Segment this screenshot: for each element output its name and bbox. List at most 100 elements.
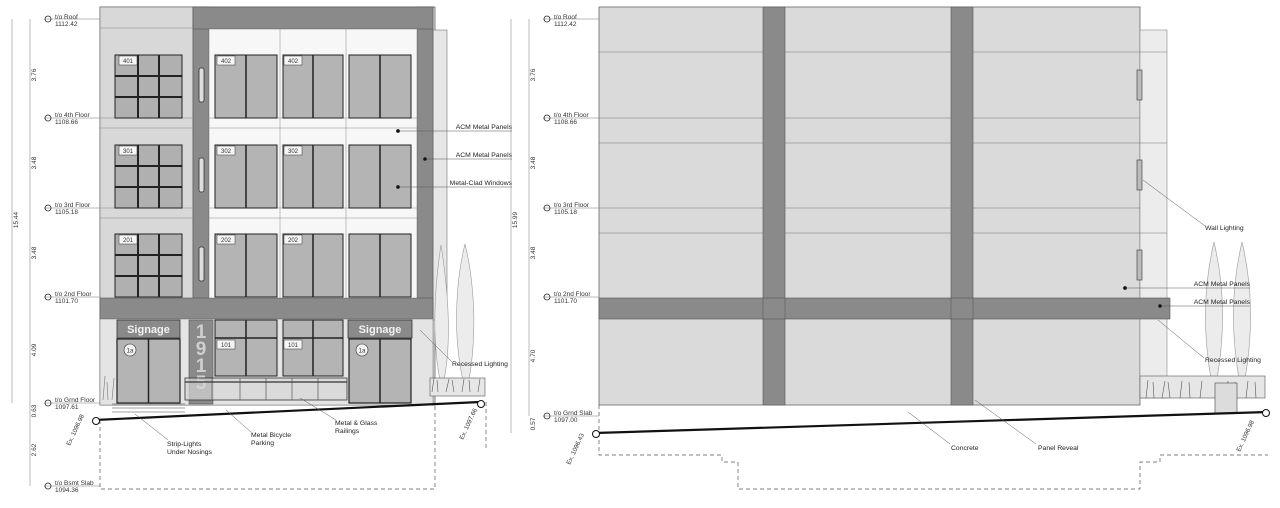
annotation-acm-panels: ACM Metal Panels [1194, 281, 1251, 288]
address-digit: 9 [196, 339, 207, 360]
signage-text: Signage [127, 324, 170, 336]
left-dimensions: 3.76 3.48 3.48 4.09 0.63 2.62 15.44 [11, 19, 38, 486]
level-elevation: 1101.70 [554, 298, 577, 305]
left-elevation: 401 402 402 301 302 302 201 202 202 [11, 6, 513, 494]
dimension: 2.62 [31, 443, 38, 456]
address-digit: 1 [196, 356, 207, 377]
unit-label: 101 [288, 343, 299, 349]
landscape-trees-right [1139, 241, 1266, 414]
overall-dimension: 15.44 [13, 211, 20, 228]
signage-panel [347, 319, 413, 339]
level-name: t/o 4th Floor [554, 112, 590, 119]
overall-dimension: 15.99 [512, 211, 519, 228]
annotation-panel-reveal: Panel Reveal [1038, 445, 1079, 452]
level-name: t/o Grnd Slab [554, 410, 593, 417]
level-name: t/o 2nd Floor [55, 291, 92, 298]
unit-label: 302 [221, 149, 232, 155]
level-elevation: 1097.00 [554, 417, 578, 424]
panel-band-vertical [762, 6, 786, 406]
unit-label: 402 [288, 59, 299, 65]
entry-left: Signage 1a [116, 319, 181, 404]
existing-grade-label: Ex. 1097.66 [458, 407, 479, 441]
annotation-acm-panels: ACM Metal Panels [1194, 299, 1251, 306]
grade-line [594, 410, 1269, 435]
dimension: 3.76 [31, 68, 38, 81]
side-facade-panels [598, 6, 1141, 406]
wall-sconces [198, 67, 205, 282]
unit-label: 402 [221, 59, 232, 65]
door-tag: 1a [359, 349, 366, 355]
dimension: 3.48 [31, 156, 38, 169]
metal-glass-railing [184, 377, 348, 401]
left-annotation-leaders [134, 128, 512, 441]
dimension: 3.48 [31, 246, 38, 259]
signage-panel [116, 319, 181, 339]
annotation-wall-lighting: Wall Lighting [1205, 225, 1244, 232]
dimension: 0.57 [530, 417, 537, 430]
unit-label: 202 [221, 238, 232, 244]
panel-band-vertical [950, 6, 974, 406]
dimension: 4.09 [31, 343, 38, 356]
level-elevation: 1112.42 [554, 21, 577, 28]
level-name: t/o Roof [554, 14, 577, 21]
level-elevation: 1108.66 [55, 119, 78, 126]
dimension: 3.48 [530, 246, 537, 259]
level-elevation: 1101.70 [55, 298, 78, 305]
annotation-windows: Metal-Clad Windows [450, 180, 513, 187]
level-elevation: 1108.66 [554, 119, 577, 126]
annotation-recessed-lighting: Recessed Lighting [452, 361, 508, 368]
dimension: 3.76 [530, 68, 537, 81]
level-name: t/o 3rd Floor [554, 202, 590, 209]
planters-left [102, 375, 115, 401]
level-name: t/o Grnd Floor [55, 397, 96, 404]
annotation-concrete: Concrete [951, 445, 979, 452]
landscape-trees [429, 243, 486, 397]
right-annotation-leaders [907, 179, 1250, 445]
level-elevation: 1097.61 [55, 404, 79, 411]
unit-label: 101 [221, 343, 232, 349]
grade-line [94, 400, 481, 422]
level-name: t/o Roof [55, 14, 78, 21]
unit-label: 301 [123, 149, 134, 155]
dimension: 0.63 [31, 404, 38, 417]
existing-grade-label: Ex. 1096.43 [565, 432, 586, 466]
level-elevation: 1112.42 [55, 21, 78, 28]
annotation-acm-panels: ACM Metal Panels [456, 152, 513, 159]
wall-lights [1136, 69, 1143, 281]
unit-label: 302 [288, 149, 299, 155]
dimension: 4.70 [530, 349, 537, 362]
side-setback [1139, 29, 1168, 399]
entry-right: Signage 1a [347, 319, 413, 404]
level-elevation: 1094.36 [55, 487, 79, 494]
signage-text: Signage [359, 324, 402, 336]
address-digit: 1 [196, 322, 207, 343]
left-level-markers: t/o Roof 1112.42 t/o 4th Floor 1108.66 t… [44, 14, 100, 494]
second-floor-band [99, 297, 434, 320]
annotation-recessed-lighting: Recessed Lighting [1205, 357, 1261, 364]
panel-band-horizontal [598, 297, 1171, 320]
right-elevation: Ex. 1096.43 Ex. 1096.98 t/o Roof 1112.42… [510, 6, 1270, 490]
unit-label: 201 [123, 238, 134, 244]
entry-steps [112, 403, 185, 413]
level-elevation: 1105.18 [55, 209, 78, 216]
unit-tags: 401 402 402 301 302 302 201 202 202 [118, 55, 303, 245]
right-dimensions: 3.76 3.48 3.48 4.70 0.57 15.99 [510, 19, 537, 433]
dimension: 3.48 [530, 156, 537, 169]
existing-grade-label: Ex. 1096.98 [1235, 419, 1256, 453]
level-name: t/o Bsmt Slab [55, 480, 94, 487]
top-frame-band [192, 6, 434, 30]
existing-grade-label: Ex. 1096.98 [65, 413, 86, 447]
level-name: t/o 2nd Floor [554, 291, 591, 298]
unit-label: 202 [288, 238, 299, 244]
left-bay-windows [114, 54, 183, 298]
door-tag: 1a [127, 349, 134, 355]
annotation-acm-panels: ACM Metal Panels [456, 124, 513, 131]
level-name: t/o 4th Floor [55, 112, 91, 119]
unit-label: 401 [123, 59, 134, 65]
right-level-markers: t/o Roof 1112.42 t/o 4th Floor 1108.66 t… [543, 14, 599, 424]
